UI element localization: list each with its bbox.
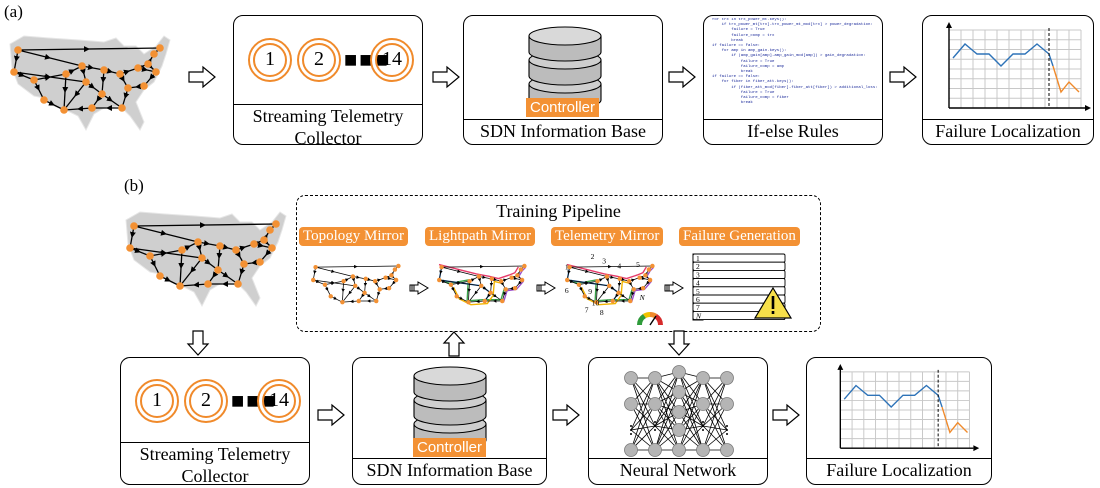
svg-text:5: 5 [696, 287, 700, 296]
svg-text:6: 6 [696, 295, 700, 304]
flow-arrow-b-up [442, 331, 466, 357]
svg-text:N: N [639, 293, 646, 302]
collector-circle-1: 1 [248, 38, 292, 82]
flow-arrow-a2 [432, 65, 460, 89]
training-pipeline-title: Training Pipeline [496, 201, 621, 221]
nn-label: Neural Network [619, 460, 737, 480]
svg-text:3: 3 [602, 257, 606, 266]
flow-arrow-a3 [668, 65, 696, 89]
rules-label: If-else Rules [747, 121, 839, 141]
svg-text:6: 6 [565, 286, 569, 295]
collector-circle-2: 2 [184, 379, 228, 423]
panel-label-a: (a) [4, 2, 23, 21]
svg-text:2: 2 [696, 262, 700, 271]
svg-text:5: 5 [636, 260, 640, 269]
failure-chart-b [837, 364, 980, 452]
pipe-arrow-2 [536, 281, 556, 295]
flow-arrow-b2 [552, 403, 580, 427]
gauge-icon [636, 311, 664, 326]
mirror-tag-telemetry: Telemetry Mirror [551, 227, 664, 246]
panel-label-b: (b) [124, 176, 144, 195]
sdn-label-b: SDN Information Base [366, 460, 533, 480]
mirror-tag-lightpath: Lightpath Mirror [425, 227, 536, 246]
sdn-box-b: Controller SDN Information Base [352, 357, 547, 485]
flow-arrow-a1 [188, 65, 216, 89]
svg-text:10: 10 [592, 299, 600, 308]
pipe-arrow-3 [664, 281, 684, 295]
mirror-tag-topology: Topology Mirror [299, 227, 409, 246]
neural-network-box: Neural Network [588, 357, 768, 485]
mirror-tag-failure-generation: Failure Generation [679, 227, 800, 246]
us-map-b [125, 211, 287, 308]
svg-text:8: 8 [600, 308, 604, 317]
failure-chart-a [946, 22, 1091, 111]
collector-circle-1: 1 [135, 379, 179, 423]
pipe-arrow-1 [409, 281, 429, 295]
svg-text:1: 1 [696, 254, 700, 263]
warning-icon [753, 286, 793, 319]
training-pipeline-box: Training Pipeline Topology Mirror Lightp… [296, 195, 821, 332]
collector-circle-14: 14 [370, 38, 414, 82]
rules-box: for trx in trx_power_mt.keys(): if trx_p… [703, 15, 883, 145]
failure-box-b: Failure Localization [806, 357, 992, 485]
database-icon [528, 26, 602, 110]
failure-label-a: Failure Localization [935, 121, 1081, 141]
svg-text:2: 2 [591, 252, 595, 261]
lightpath-mirror-graph [437, 263, 527, 306]
collector-circle-14: 14 [257, 379, 301, 423]
sdn-box-a: Controller SDN Information Base [463, 15, 663, 145]
flow-arrow-a4 [889, 65, 917, 89]
flow-arrow-b-down2 [667, 330, 691, 356]
flow-arrow-b1 [317, 403, 345, 427]
svg-text:9: 9 [588, 287, 592, 296]
us-map-topology [9, 35, 171, 132]
if-else-code: for trx in trx_power_mt.keys(): if trx_p… [712, 18, 878, 106]
controller-badge-a: Controller [526, 98, 600, 117]
collector-circle-2: 2 [297, 38, 341, 82]
failure-box-a: Failure Localization [922, 15, 1094, 145]
failure-label-b: Failure Localization [826, 460, 972, 480]
svg-text:N: N [695, 311, 702, 320]
flow-arrow-b-down [186, 330, 210, 356]
us-map-a [9, 35, 171, 132]
neural-network-graph [624, 365, 734, 457]
svg-text:1: 1 [565, 263, 569, 272]
sdn-label-a: SDN Information Base [480, 121, 646, 141]
svg-text:3: 3 [696, 270, 700, 279]
controller-badge-b: Controller [413, 438, 487, 457]
svg-text:4: 4 [696, 279, 700, 288]
svg-text:7: 7 [585, 306, 589, 315]
svg-text:4: 4 [617, 261, 621, 270]
svg-text:7: 7 [696, 303, 700, 312]
topology-mirror-graph [311, 263, 401, 305]
flow-arrow-b3 [772, 403, 800, 427]
